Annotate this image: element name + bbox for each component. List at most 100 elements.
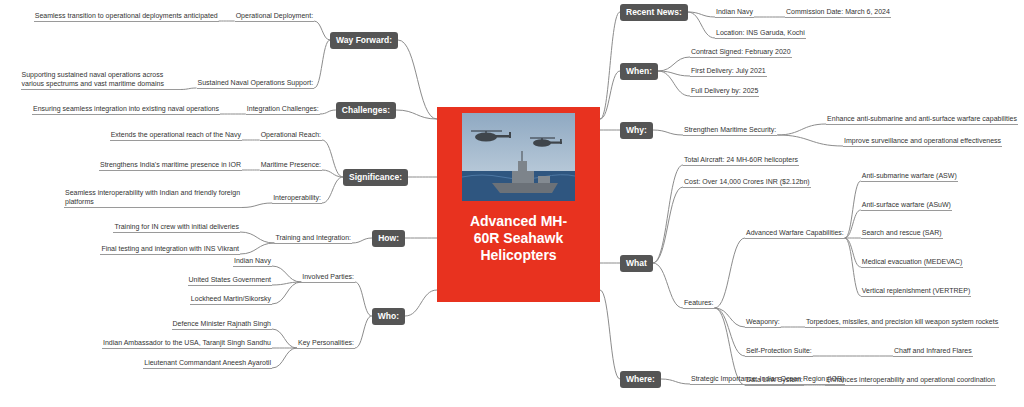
category-label: Where:: [626, 374, 655, 385]
branch-label: Strengthen Maritime Security:: [684, 125, 776, 134]
branch-text: Chaff and Infrared Flares: [893, 346, 973, 357]
branch-label: Indian Ambassador to the USA, Taranjit S…: [103, 338, 271, 347]
branch-line: [781, 327, 805, 328]
branch-line: [405, 290, 437, 316]
branch-line: [352, 238, 372, 243]
category-label: Significance:: [349, 172, 402, 183]
branch-line: [845, 238, 861, 239]
branch-line: [804, 385, 825, 386]
branch-label: Contract Signed: February 2020: [691, 47, 791, 56]
branch-text: Indian Navy: [233, 256, 272, 267]
category-box: Way Forward:: [330, 32, 398, 49]
category-box: Who:: [372, 308, 405, 325]
category-box: Recent News:: [620, 4, 688, 21]
branch-label: Indian Navy: [716, 7, 753, 16]
branch-line: [242, 170, 260, 171]
category-label: Recent News:: [626, 7, 682, 18]
branch-text: Integration Challenges:: [246, 104, 320, 115]
helicopter-illustration: [462, 113, 575, 201]
category-label: Why:: [626, 125, 647, 136]
branch-label: Training for IN crew with initial delive…: [114, 222, 239, 231]
branch-label: United States Government: [189, 275, 272, 284]
branch-line: [653, 187, 683, 263]
branch-text: Anti-submarine warfare (ASW): [861, 171, 958, 182]
branch-line: [408, 177, 437, 178]
branch-line: [272, 282, 301, 304]
category-label: Who:: [378, 311, 399, 322]
branch-label: Maritime Presence:: [261, 160, 321, 169]
branch-label: Final testing and integration with INS V…: [101, 244, 239, 253]
branch-line: [600, 130, 620, 131]
branch-label: Anti-submarine warfare (ASW): [862, 171, 957, 180]
branch-line: [661, 379, 690, 384]
branch-label: Location: INS Garuda, Kochi: [716, 28, 805, 37]
branch-text: Total Aircraft: 24 MH-60R helicopters: [683, 155, 799, 166]
category-box: Significance:: [343, 169, 408, 186]
branch-text: Anti-surface warfare (ASuW): [861, 200, 952, 211]
branch-text: Maritime Presence:: [260, 160, 322, 171]
branch-label: Anti-surface warfare (ASuW): [862, 200, 951, 209]
branch-line: [322, 140, 343, 177]
branch-label: Improve surveillance and operational eff…: [844, 136, 1001, 145]
branch-text: Strengthens India's maritime presence in…: [99, 160, 242, 171]
branch-text: Operational Reach:: [260, 130, 322, 141]
branch-line: [396, 110, 437, 119]
branch-line: [272, 329, 297, 348]
branch-text: Strengthen Maritime Security:: [683, 125, 777, 136]
branch-text: Training and Integration:: [274, 233, 352, 244]
branch-text: Advanced Warfare Capabilities:: [745, 228, 845, 239]
branch-line: [320, 110, 336, 114]
branch-text: Key Personalities:: [297, 338, 355, 349]
branch-line: [600, 263, 620, 264]
branch-label: Indian Navy: [234, 256, 271, 265]
branch-line: [754, 17, 785, 18]
branch-label: Extends the operational reach of the Nav…: [111, 130, 241, 139]
branch-line: [242, 203, 272, 208]
category-box: How:: [372, 230, 405, 247]
branch-label: Chaff and Infrared Flares: [894, 346, 972, 355]
branch-line: [845, 238, 861, 267]
branch-text: Full Delivery by: 2025: [690, 86, 759, 97]
branch-text: Interoperability:: [272, 193, 322, 204]
branch-line: [398, 40, 437, 119]
branch-label: Involved Parties:: [302, 272, 354, 281]
category-label: When:: [626, 66, 652, 77]
branch-line: [845, 181, 861, 238]
branch-label: Lieutenant Commandant Aneesh Ayarotil: [144, 358, 271, 367]
branch-label: Seamless transition to operational deplo…: [35, 11, 218, 20]
category-box: When:: [620, 63, 658, 80]
branch-line: [813, 356, 893, 357]
branch-text: Sustained Naval Operations Support:: [197, 78, 315, 89]
branch-text: Defence Minister Rajnath Singh: [172, 319, 272, 330]
branch-label: Self-Protection Suite:: [746, 346, 812, 355]
branch-label: Advanced Warfare Capabilities:: [746, 228, 844, 237]
branch-label: Medical evacuation (MEDEVAC): [862, 257, 963, 266]
branch-text: Operational Deployment:: [235, 11, 314, 22]
branch-text: Supporting sustained naval operations ac…: [21, 70, 181, 90]
branch-text: Seamless transition to operational deplo…: [34, 11, 219, 22]
branch-text: Self-Protection Suite:: [745, 346, 813, 357]
branch-line: [242, 140, 260, 141]
category-box: Challenges:: [336, 102, 396, 119]
branch-line: [688, 12, 715, 38]
branch-label: Enhances interoperability and operationa…: [826, 375, 995, 384]
branch-line: [653, 165, 683, 263]
branch-line: [272, 266, 301, 282]
branch-label: Total Aircraft: 24 MH-60R helicopters: [684, 155, 798, 164]
branch-label: Integration Challenges:: [247, 104, 319, 113]
branch-line: [355, 282, 372, 316]
branch-text: Strategic Importance: Indian Ocean Regio…: [690, 374, 845, 385]
branch-line: [220, 114, 246, 115]
branch-label: Commission Date: March 6, 2024: [786, 7, 890, 16]
branch-label: Operational Reach:: [261, 130, 321, 139]
category-label: Challenges:: [342, 105, 390, 116]
branch-label: Defence Minister Rajnath Singh: [173, 319, 271, 328]
branch-label: Training and Integration:: [275, 233, 351, 242]
branch-line: [272, 348, 297, 368]
branch-label: Weaponry:: [746, 317, 780, 326]
branch-text: Seamless interoperability with Indian an…: [64, 188, 242, 208]
branch-text: Weaponry:: [745, 317, 781, 328]
category-label: What: [626, 258, 647, 269]
branch-label: Vertical replenishment (VERTREP): [862, 286, 970, 295]
category-box: Where:: [620, 371, 661, 388]
